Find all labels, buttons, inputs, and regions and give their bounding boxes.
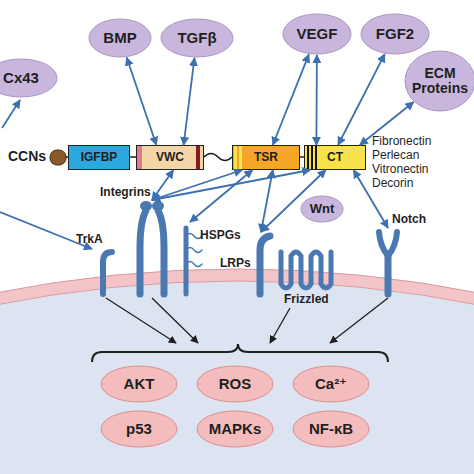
connector-arrow [315,55,317,145]
receptor-label: Notch [392,212,426,226]
connector-arrow [184,58,195,145]
ellipse-shape [361,14,429,54]
notch-receptor [388,232,397,256]
effector-ellipse: p53 [100,410,178,448]
hspg-chain [186,262,202,267]
receptor: LRPs [250,232,272,294]
ligand-ellipse: FGF2 [360,13,430,55]
ligand-ellipse: ECM Proteins [404,50,474,112]
family-label: CCNs [8,148,46,164]
node-label: VEGF [293,26,342,43]
ligand-ellipse: BMP [88,18,152,58]
lrp-receptor [260,236,270,294]
integrin-head [140,201,152,211]
node-label: Ca²⁺ [311,376,351,393]
signal-arrow [270,308,290,343]
node-label: NF-κB [305,421,357,438]
signal-peptide [50,150,66,165]
ellipse-shape [101,366,177,402]
node-label: ECM Proteins [404,66,474,97]
node-label: CT [323,151,347,164]
signal-arrow [106,298,176,343]
receptor-label: LRPs [220,256,251,270]
notch-receptor [379,232,388,256]
receptor-symbols [103,210,397,294]
ellipse-shape [301,196,343,222]
ligand-ellipse: TGFβ [160,18,234,58]
domain-box: CT [304,145,366,170]
ellipse-shape [161,19,233,57]
ecm-protein-name: Fibronectin [372,134,431,148]
node-label: ROS [215,376,256,393]
ellipse-shape [197,366,273,402]
ellipse-shape [283,14,351,54]
integrin-chain [140,210,146,294]
receptor-label: Integrins [100,185,151,199]
domain-box: TSR [232,145,300,170]
node-label: p53 [122,421,156,438]
ellipse-shape [197,411,273,447]
hspg-core [184,228,189,294]
node-label: Wnt [306,202,339,216]
ligand-ellipse: Cx43 [0,58,58,98]
ellipse-shape [89,19,151,57]
bracket [92,344,388,362]
ecm-protein-name: Perlecan [372,148,419,162]
ligand-ellipse: Wnt [300,195,344,223]
ellipse-shape [0,59,57,97]
ellipse-shape [101,411,177,447]
connector-arrow [127,58,157,145]
ligand-ellipse: VEGF [282,13,352,55]
connector-arrow [273,54,309,145]
signal-arrows [106,298,388,343]
receptor-label: TrkA [76,232,103,246]
effector-ellipse: MAPKs [196,410,274,448]
node-label: Cx43 [0,70,43,87]
hspg-chain [186,248,202,253]
connector-arrow [152,170,310,200]
receptor: Frizzled [278,248,338,290]
domain-box: VWC [136,145,204,170]
signal-arrow [330,298,388,343]
cell-membrane [0,269,474,306]
offscreen-arrow [2,100,20,128]
integrin-head [152,201,164,211]
receptor: Integrins [132,200,172,294]
node-label: MAPKs [205,421,266,438]
hinge-region [204,154,232,161]
node-label: FGF2 [372,26,418,43]
receptor: Notch [374,228,402,294]
receptor-label: Frizzled [284,292,329,306]
backbone-line [56,156,68,158]
domain-box: IGFBP [68,145,130,170]
ellipse-shape [293,366,369,402]
notch-receptor [385,256,392,294]
signal-arrow [152,298,198,343]
trka-receptor [103,252,112,294]
receptor: HSPGs [178,222,202,294]
ellipse-shape [405,51,474,111]
connector-arrow [190,170,252,222]
effector-ellipse: Ca²⁺ [292,365,370,403]
effector-ellipse: ROS [196,365,274,403]
integrin-chain [158,210,164,294]
ellipse-shape [293,411,369,447]
ecm-protein-name: Vitronectin [372,162,428,176]
hspg-chain [186,234,202,239]
frizzled-receptor [281,252,331,288]
node-label: TGFβ [173,30,220,47]
receptor: TrkA [96,248,114,294]
node-label: TSR [250,151,282,164]
ecm-protein-name: Decorin [372,176,413,190]
node-label: IGFBP [77,151,122,164]
effector-ellipse: NF-κB [292,410,370,448]
effector-ellipse: AKT [100,365,178,403]
cell-interior [0,281,474,474]
node-label: BMP [99,30,140,47]
receptor-label: HSPGs [200,228,241,242]
node-label: VWC [152,151,188,164]
node-label: AKT [120,376,159,393]
